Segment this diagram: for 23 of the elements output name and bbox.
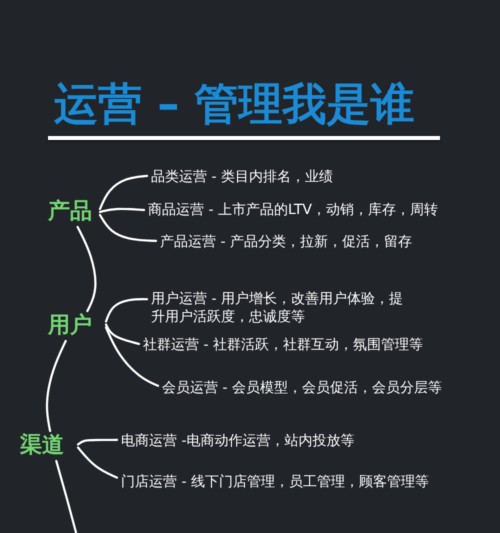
connector-line bbox=[76, 446, 118, 479]
branch-text: 商品运营 - 上市产品的LTV，动销，库存，周转 bbox=[144, 199, 442, 221]
category-label: 用户 bbox=[44, 311, 106, 341]
connector-line bbox=[55, 460, 80, 533]
connector-line bbox=[104, 298, 148, 323]
diagram-title: 运营 – 管理我是谁 bbox=[54, 82, 415, 128]
branch-text: 用户运营 - 用户增长，改善用户体验，提升用户活跃度，忠诚度等 bbox=[147, 288, 411, 328]
branch-text: 社群运营 - 社群活跃，社群互动，氛围管理等 bbox=[139, 334, 427, 356]
branch-text: 门店运营 - 线下门店管理，员工管理，顾客管理等 bbox=[117, 471, 433, 493]
connector-line bbox=[46, 340, 67, 432]
connector-line bbox=[98, 174, 148, 210]
connector-line bbox=[98, 214, 158, 242]
branch-text: 电商运营 -电商动作运营，站内投放等 bbox=[117, 430, 359, 452]
connector-line bbox=[76, 438, 118, 446]
connector-line bbox=[98, 208, 146, 214]
category-label: 产品 bbox=[44, 197, 100, 227]
branch-text: 产品运营 - 产品分类，拉新，促活，留存 bbox=[156, 231, 416, 253]
connector-line bbox=[104, 326, 160, 387]
branch-text: 会员运营 - 会员模型，会员促活，会员分层等 bbox=[158, 377, 446, 399]
connector-line bbox=[104, 323, 140, 345]
connector-line bbox=[76, 226, 96, 312]
branch-text: 品类运营 - 类目内排名，业绩 bbox=[147, 166, 337, 188]
category-label: 渠道 bbox=[16, 431, 78, 461]
